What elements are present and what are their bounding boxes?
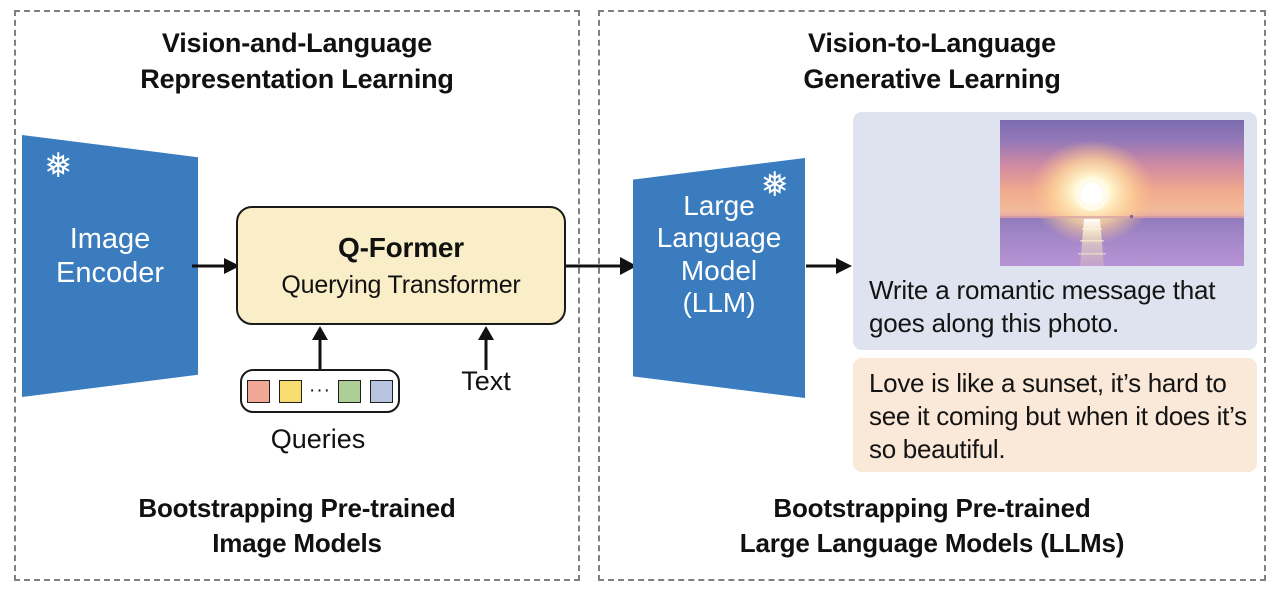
arrow-text-to-qformer — [478, 326, 494, 370]
q-former-subtitle: Querying Transformer — [281, 270, 521, 299]
prompt-bubble: Write a romantic message that goes along… — [853, 112, 1257, 350]
query-token-1 — [247, 379, 270, 403]
left-panel-caption: Bootstrapping Pre-trained Image Models — [138, 493, 456, 559]
queries-token-container: ··· — [240, 369, 400, 413]
panel-vision-language-representation-learning: Vision-and-Language Representation Learn… — [14, 10, 580, 581]
query-token-4 — [369, 379, 393, 403]
response-text: Love is like a sunset, it’s hard to see … — [869, 368, 1247, 465]
arrow-queries-to-qformer — [312, 326, 328, 370]
prompt-text: Write a romantic message that goes along… — [869, 275, 1216, 339]
left-panel-title: Vision-and-Language Representation Learn… — [140, 28, 454, 94]
large-language-model-block: ❅ Large Language Model (LLM) — [633, 158, 805, 398]
response-bubble: Love is like a sunset, it’s hard to see … — [853, 358, 1257, 472]
image-encoder-block: ❅ Image Encoder — [22, 135, 198, 397]
query-token-2 — [279, 379, 302, 403]
queries-label: Queries — [270, 424, 366, 454]
llm-label: Large Language Model (LLM) — [656, 190, 782, 319]
arrow-qformer-to-llm — [566, 257, 637, 275]
arrow-llm-to-prompt — [806, 258, 852, 274]
right-panel-title: Vision-to-Language Generative Learning — [803, 28, 1061, 94]
right-panel-caption: Bootstrapping Pre-trained Large Language… — [739, 493, 1125, 559]
text-input-label: Text — [461, 366, 511, 396]
panel-vision-to-language-generative-learning: Vision-to-Language Generative Learning B… — [598, 10, 1266, 581]
snowflake-icon: ❅ — [44, 147, 73, 185]
snowflake-icon: ❅ — [760, 166, 790, 204]
q-former-title: Q-Former — [338, 231, 464, 263]
sunset-over-ocean-photo — [1000, 120, 1244, 266]
arrow-encoder-to-qformer — [192, 258, 240, 274]
query-ellipsis: ··· — [309, 380, 331, 402]
q-former-block: Q-Former Querying Transformer — [236, 206, 566, 325]
image-encoder-label: Image Encoder — [55, 223, 164, 289]
query-token-3 — [337, 379, 361, 403]
